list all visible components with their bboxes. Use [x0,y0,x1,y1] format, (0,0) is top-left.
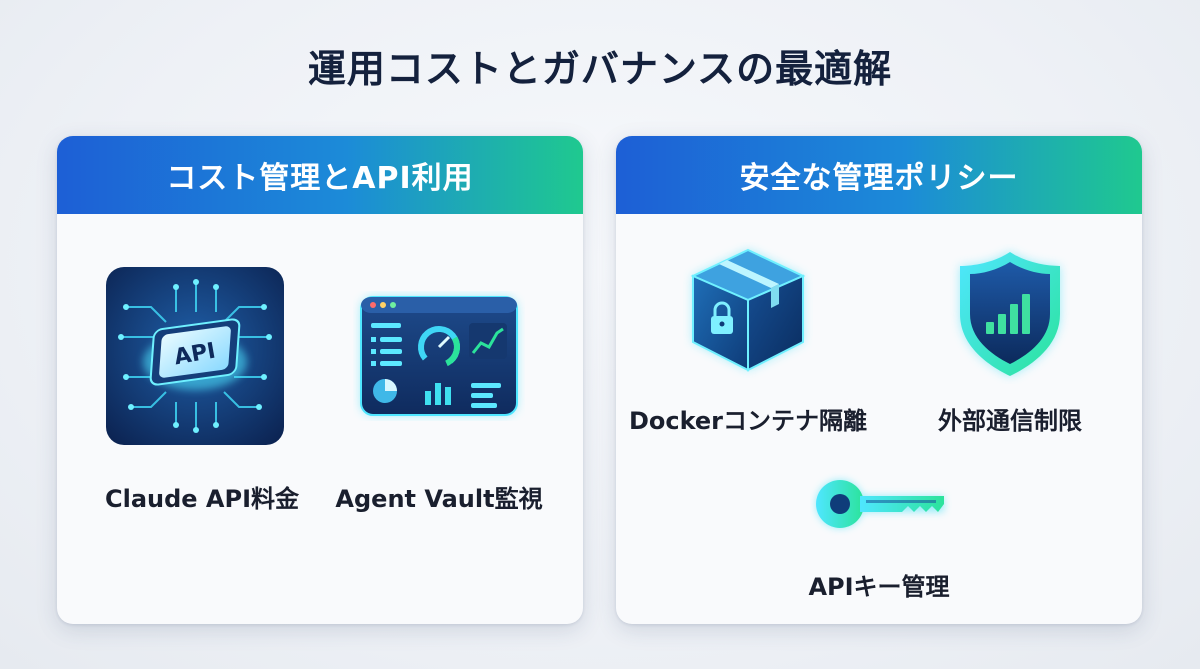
docker-label: Dockerコンテナ隔離 [628,407,868,435]
network-restriction-label: 外部通信制限 [938,407,1082,435]
network-restriction-item [950,244,1070,384]
dashboard-icon [353,291,525,421]
agent-vault-item [353,291,525,421]
page-title: 運用コストとガバナンスの最適解 [307,47,893,91]
claude-api-label: Claude API料金 [105,485,300,513]
cost-panel-header: コスト管理とAPI利用 [57,136,583,214]
cost-panel: コスト管理とAPI利用 [57,136,583,624]
shield-icon [950,244,1070,384]
api-chip-item: API [105,266,285,446]
api-chip-icon: API [106,267,284,445]
api-key-label: APIキー管理 [808,573,950,601]
key-icon [810,472,952,536]
docker-item [683,242,813,382]
api-key-item [810,472,952,536]
locked-box-icon [683,242,813,382]
security-panel-header: 安全な管理ポリシー [616,136,1142,214]
agent-vault-label: Agent Vault監視 [335,485,543,513]
security-panel: 安全な管理ポリシー [616,136,1142,624]
